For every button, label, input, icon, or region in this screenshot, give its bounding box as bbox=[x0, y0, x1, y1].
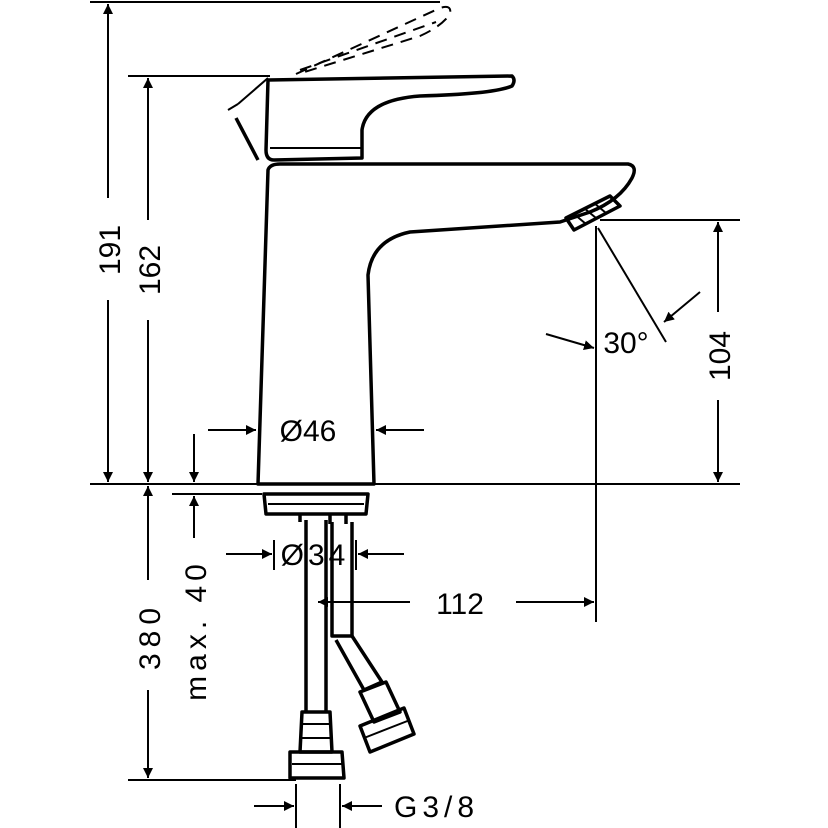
dim-104-label: 104 bbox=[704, 331, 737, 381]
dim-191-label: 191 bbox=[94, 225, 127, 275]
handle-open-position bbox=[295, 5, 452, 75]
dim-max40-label: max. 40 bbox=[180, 559, 213, 701]
handle-back bbox=[237, 77, 269, 105]
supply-hoses bbox=[288, 520, 416, 780]
handle-lever bbox=[264, 74, 516, 162]
dim-diameter-46-label: Ø46 bbox=[280, 415, 337, 448]
handle-back-edge bbox=[234, 117, 260, 161]
mounting-nut bbox=[262, 492, 370, 524]
dim-380-label: 380 bbox=[134, 602, 167, 670]
faucet-body bbox=[90, 5, 740, 780]
dimension-lines bbox=[90, 1, 740, 828]
faucet-spout-outline bbox=[256, 162, 636, 486]
dim-162-label: 162 bbox=[134, 245, 167, 295]
dim-diameter-34-label: Ø34 bbox=[281, 539, 350, 572]
dim-thread-label: G3/8 bbox=[394, 791, 479, 824]
aerator bbox=[564, 194, 622, 232]
dim-angle-label: 30° bbox=[603, 327, 648, 360]
dim-112-label: 112 bbox=[436, 588, 484, 621]
